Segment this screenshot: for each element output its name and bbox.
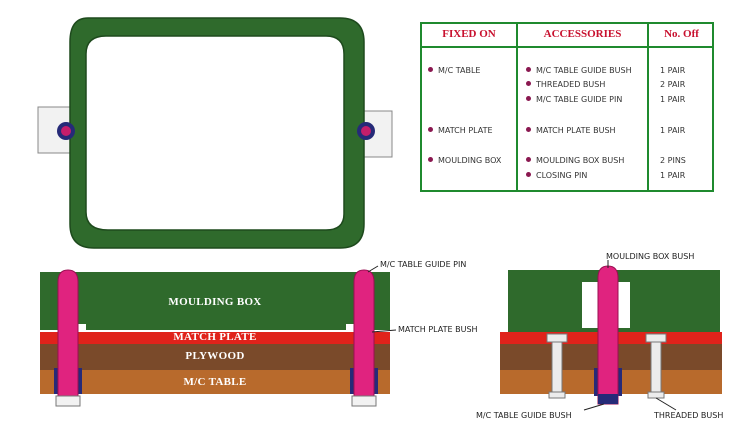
plywood-layer — [40, 344, 390, 370]
accessory-cell: MOULDING BOX BUSH — [526, 156, 624, 165]
threaded-bush-icon — [546, 333, 568, 399]
fixed-on-cell: MATCH PLATE — [428, 126, 493, 135]
layer-label-moulding-box: MOULDING BOX — [168, 296, 262, 308]
qty-cell: 2 PINS — [660, 156, 686, 165]
layer-label-plywood: PLYWOOD — [185, 350, 245, 362]
accessory-cell: M/C TABLE GUIDE PIN — [526, 95, 622, 104]
qty-cell: 1 PAIR — [660, 66, 686, 75]
callout-threaded-bush: THREADED BUSH — [654, 411, 724, 420]
qty-cell: 1 PAIR — [660, 95, 686, 104]
moulding-box-layer — [40, 272, 390, 330]
accessory-cell: MATCH PLATE BUSH — [526, 126, 616, 135]
callout-guide-pin: M/C TABLE GUIDE PIN — [380, 260, 467, 269]
accessory-cell: M/C TABLE GUIDE BUSH — [526, 66, 632, 75]
guide-pin-icon — [57, 269, 79, 405]
header-no-off: No. Off — [664, 28, 699, 40]
guide-pin-icon — [353, 269, 375, 405]
qty-cell: 1 PAIR — [660, 171, 686, 180]
header-accessories: ACCESSORIES — [543, 28, 622, 40]
callout-guide-bush: M/C TABLE GUIDE BUSH — [476, 411, 572, 420]
qty-cell: 1 PAIR — [660, 126, 686, 135]
guide-pin-icon — [597, 265, 619, 405]
moulding-box-top-view — [37, 17, 393, 249]
match-plate-layer — [40, 332, 390, 344]
accessories-table: FIXED ON ACCESSORIES No. Off M/C TABLE M… — [420, 22, 714, 192]
fixed-on-cell: MOULDING BOX — [428, 156, 501, 165]
layer-label-mc-table: M/C TABLE — [183, 376, 247, 388]
callout-match-plate-bush: MATCH PLATE BUSH — [398, 325, 478, 334]
layer-label-match-plate: MATCH PLATE — [173, 331, 257, 343]
header-fixed-on: FIXED ON — [442, 28, 496, 40]
fixed-on-cell: M/C TABLE — [428, 66, 480, 75]
accessory-cell: THREADED BUSH — [526, 80, 605, 89]
callout-moulding-box-bush: MOULDING BOX BUSH — [606, 252, 695, 261]
frame-ring — [69, 17, 365, 249]
qty-cell: 2 PAIR — [660, 80, 686, 89]
accessory-cell: CLOSING PIN — [526, 171, 587, 180]
mc-table-layer — [40, 370, 390, 394]
